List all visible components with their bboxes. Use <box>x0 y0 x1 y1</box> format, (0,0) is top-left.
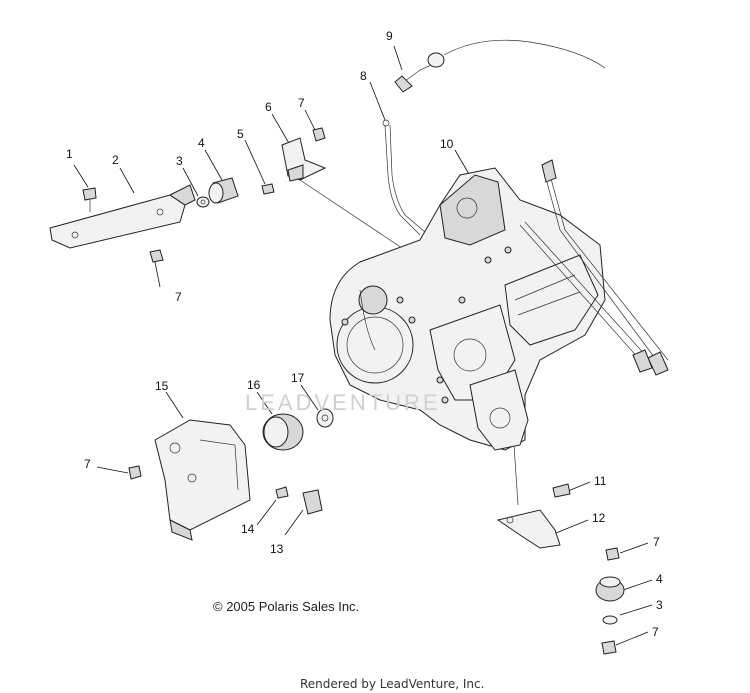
callout-17: 17 <box>291 371 305 385</box>
copyright-text: © 2005 Polaris Sales Inc. <box>213 599 360 614</box>
right-mount-part <box>496 483 625 655</box>
callout-7: 7 <box>653 535 660 549</box>
front-bracket-part <box>49 127 327 263</box>
callout-3: 3 <box>656 598 663 612</box>
callout-15: 15 <box>155 379 169 393</box>
callout-10: 10 <box>440 137 454 151</box>
callout-4: 4 <box>198 136 205 150</box>
rear-bracket-part <box>128 408 334 541</box>
callout-8: 8 <box>360 69 367 83</box>
engine-assembly-part <box>329 159 669 451</box>
callout-7: 7 <box>175 290 182 304</box>
callout-12: 12 <box>592 511 606 525</box>
callout-5: 5 <box>237 127 244 141</box>
callout-16: 16 <box>247 378 261 392</box>
callout-7: 7 <box>84 457 91 471</box>
callout-9: 9 <box>386 29 393 43</box>
callout-4: 4 <box>656 572 663 586</box>
callout-7: 7 <box>298 96 305 110</box>
callout-7: 7 <box>652 625 659 639</box>
callout-11: 11 <box>594 474 607 488</box>
watermark-text: LEADVENTURE <box>245 390 441 415</box>
callout-1: 1 <box>66 147 73 161</box>
leader-lines <box>73 45 653 646</box>
cable-parts <box>382 39 606 236</box>
callout-14: 14 <box>241 522 255 536</box>
callout-3: 3 <box>176 154 183 168</box>
callout-2: 2 <box>112 153 119 167</box>
callout-6: 6 <box>265 100 272 114</box>
rendered-by-text: Rendered by LeadVenture, Inc. <box>300 677 485 691</box>
callout-13: 13 <box>270 542 284 556</box>
